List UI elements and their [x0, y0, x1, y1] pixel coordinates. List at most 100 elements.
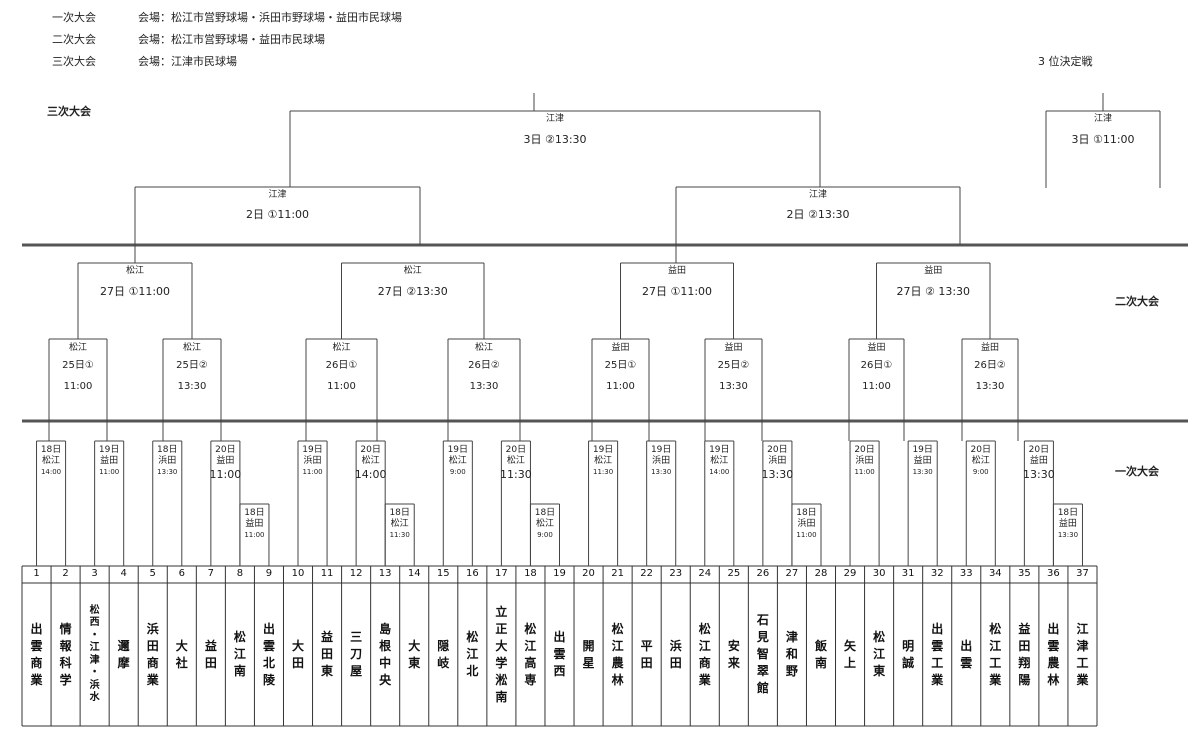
match-date: 19日	[709, 445, 730, 455]
match-time: 9:00	[972, 468, 989, 476]
match-venue: 益田	[245, 519, 264, 529]
match-date: 20日	[505, 445, 527, 455]
match-date: 26日②	[974, 360, 1006, 371]
team-name: 明 誠	[902, 638, 915, 670]
team-number: 35	[1017, 568, 1031, 579]
match-venue: 益田	[867, 343, 886, 353]
team-name: 江 津 工 業	[1076, 621, 1089, 687]
match-date: 19日	[912, 445, 933, 455]
team-number: 37	[1076, 568, 1089, 579]
match-date: 20日	[360, 445, 381, 455]
match-venue: 江津	[268, 190, 287, 200]
match-time: 27日 ①11:00	[99, 285, 171, 298]
team-number: 8	[236, 568, 244, 579]
team-name: 松 西 ・ 江 津 ・ 浜 水	[89, 604, 100, 704]
match-date: 18日	[796, 508, 817, 518]
venue-first: 会場：松江市営野球場・浜田市野球場・益田市民球場	[138, 11, 402, 24]
match-time: 13:30	[761, 468, 794, 481]
team-name: 出 雲	[960, 638, 973, 670]
match-time: 14:00	[709, 468, 730, 476]
team-name: 安 来	[727, 638, 740, 670]
match-time: 14:00	[354, 468, 387, 481]
match-venue: 松江	[971, 456, 990, 466]
match-venue: 浜田	[855, 456, 874, 466]
team-name: 松 江 農 林	[611, 621, 624, 687]
team-number: 25	[727, 568, 741, 579]
team-number: 13	[378, 568, 392, 579]
team-number: 7	[207, 568, 215, 579]
match-time: 13:30	[1023, 468, 1055, 481]
match-venue: 益田	[100, 456, 119, 466]
team-name: 大 田	[292, 638, 305, 670]
match-time: 11:00	[862, 381, 891, 392]
team-number: 16	[465, 568, 479, 579]
match-date: 26日①	[860, 360, 893, 371]
match-time: 14:00	[40, 468, 62, 476]
match-venue: 松江	[594, 456, 613, 466]
match-time: 13:30	[912, 468, 933, 476]
round-label-first: 一次大会	[52, 11, 96, 24]
match-time: 2日 ②13:30	[786, 208, 850, 221]
team-name: 飯 南	[814, 638, 827, 670]
team-name: 矢 上	[844, 638, 857, 670]
match-time: 3日 ②13:30	[523, 133, 587, 146]
match-date: 25日②	[176, 360, 208, 371]
match-venue: 松江	[332, 343, 351, 353]
match-date: 20日	[767, 445, 788, 455]
team-number: 31	[901, 568, 915, 579]
team-number: 29	[843, 568, 857, 579]
match-venue: 江津	[1093, 114, 1112, 124]
match-time: 11:00	[854, 468, 875, 476]
team-number: 11	[320, 568, 334, 579]
match-venue: 松江	[448, 456, 467, 466]
team-number: 4	[120, 568, 127, 579]
match-venue: 浜田	[652, 456, 671, 466]
team-name: 益 田 翔 陽	[1018, 621, 1031, 687]
match-venue: 益田	[980, 343, 999, 353]
team-name: 隠 岐	[437, 638, 450, 670]
team-name: 益 田 東	[321, 630, 334, 678]
match-venue: 浜田	[158, 456, 177, 466]
team-number: 9	[265, 568, 273, 579]
match-date: 25日①	[604, 360, 637, 371]
team-name: 松 江 東	[873, 630, 886, 678]
match-time: 27日 ①11:00	[641, 285, 713, 298]
level-label-second: 二次大会	[1115, 295, 1159, 308]
match-venue: 益田	[667, 266, 686, 276]
match-time: 13:30	[975, 381, 1005, 392]
match-venue: 松江	[535, 519, 554, 529]
team-name: 松 江 南	[233, 630, 246, 678]
match-time: 11:00	[327, 381, 356, 392]
venue-second: 会場：松江市営野球場・益田市民球場	[138, 33, 325, 46]
team-number: 32	[930, 568, 944, 579]
match-venue: 浜田	[797, 519, 816, 529]
match-venue: 浜田	[768, 456, 787, 466]
team-number: 36	[1047, 568, 1060, 579]
team-number: 20	[582, 568, 595, 579]
team-name: 立 正 大 学 淞 南	[495, 604, 508, 704]
match-time: 11:00	[99, 468, 120, 476]
team-name: 松 江 高 専	[524, 621, 537, 687]
match-time: 11:00	[606, 381, 635, 392]
team-name: 出 雲 商 業	[30, 621, 43, 687]
team-number: 18	[524, 568, 537, 579]
match-time: 9:00	[537, 531, 553, 539]
match-time: 13:30	[1057, 531, 1079, 539]
team-name: 三 刀 屋	[350, 630, 363, 678]
match-venue: 松江	[361, 456, 380, 466]
match-date: 19日	[98, 445, 120, 455]
match-venue: 益田	[1058, 519, 1077, 529]
third-place-title: 3 位決定戦	[1038, 55, 1093, 68]
team-name: 情 報 科 学	[59, 621, 72, 687]
team-name: 益 田	[204, 638, 217, 670]
match-date: 20日	[970, 445, 991, 455]
match-time: 11:00	[63, 381, 93, 392]
match-venue: 松江	[125, 266, 144, 276]
match-date: 19日	[650, 445, 672, 455]
team-number: 12	[349, 568, 363, 579]
match-time: 11:00	[209, 468, 242, 481]
match-time: 27日 ②13:30	[377, 285, 448, 298]
match-time: 13:30	[469, 381, 499, 392]
match-time: 3日 ①11:00	[1071, 133, 1135, 146]
match-date: 18日	[389, 508, 410, 518]
